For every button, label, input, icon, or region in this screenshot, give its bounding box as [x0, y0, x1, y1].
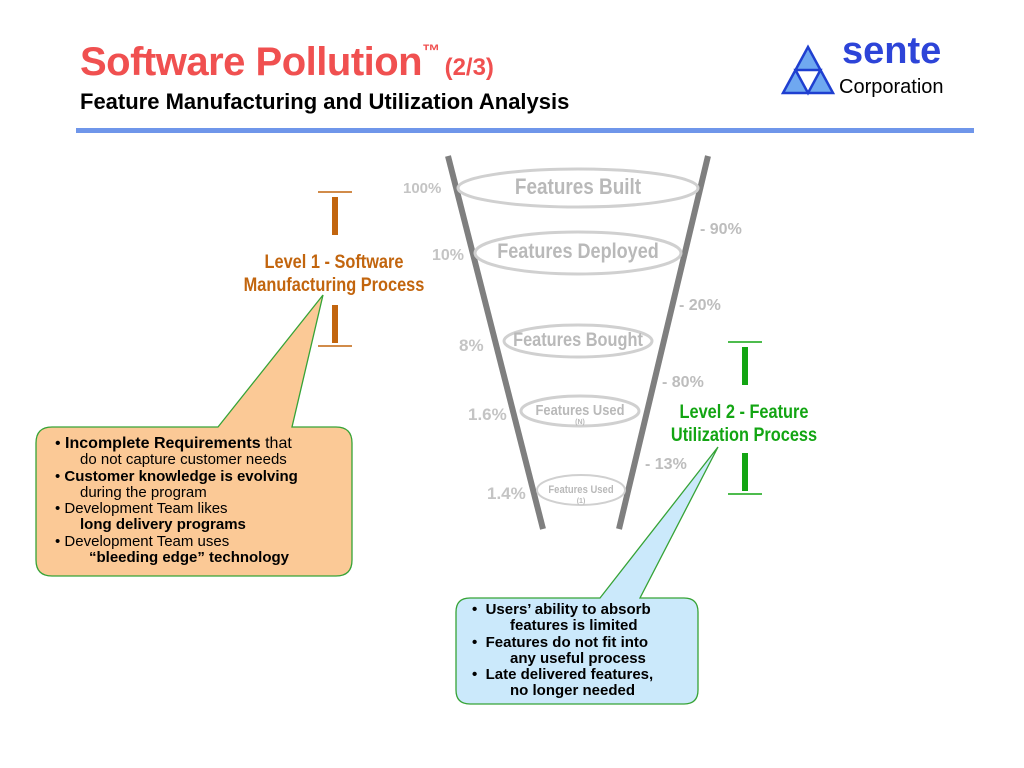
level1-bracket-bar-bottom	[332, 305, 338, 343]
percent-used-n: 1.6%	[468, 405, 507, 424]
funnel-right-wall	[616, 155, 711, 530]
list-item-continuation: any useful process	[510, 649, 646, 667]
title-part-number: (2/3)	[444, 54, 494, 81]
callout-bubble-level1	[35, 294, 353, 577]
percent-built: 100%	[403, 180, 442, 197]
list-item-continuation: during the program	[80, 483, 207, 501]
drop-built-to-deployed: - 90%	[700, 221, 742, 238]
list-item-continuation: “bleeding edge” technology	[89, 549, 290, 567]
list-item: • Customer knowledge is evolving	[55, 467, 298, 485]
trademark-symbol: ™	[422, 41, 441, 61]
list-item: • Late delivered features,	[472, 666, 654, 684]
percent-deployed: 10%	[432, 247, 465, 264]
logo-wordmark: sente	[842, 30, 942, 72]
page-title: Software Pollution™ (2/3)	[80, 40, 494, 85]
level2-bracket-bar-bottom	[742, 453, 748, 491]
list-item-continuation: long delivery programs	[80, 516, 246, 534]
stage-label-used-1: Features Used	[548, 484, 614, 496]
list-item: • Features do not fit into	[472, 633, 649, 651]
level2-line1: Level 2 - Feature	[679, 402, 809, 423]
list-item-continuation: do not capture customer needs	[80, 451, 287, 469]
title-text: Software Pollution	[80, 40, 423, 84]
page-subtitle: Feature Manufacturing and Utilization An…	[80, 89, 570, 114]
stage-ring-bought	[502, 323, 654, 359]
level2-label: Level 2 - Feature Utilization Process	[644, 401, 844, 447]
percent-bought: 8%	[459, 336, 484, 355]
stage-ring-used-1	[536, 474, 626, 506]
level2-bracket-bar-top	[742, 347, 748, 385]
stage-sub-used-n: (N)	[575, 419, 585, 426]
level1-line1: Level 1 - Software	[264, 252, 404, 273]
callout-bubble-level2	[455, 446, 719, 705]
drop-used-n-to-used-1: - 13%	[645, 456, 687, 473]
drop-bought-to-used: - 80%	[662, 374, 704, 391]
level1-label: Level 1 - Software Manufacturing Process	[231, 251, 437, 297]
funnel-left-wall	[445, 155, 546, 530]
logo-corporation: Corporation	[839, 76, 944, 98]
list-item: • Development Team likes	[55, 500, 228, 518]
stage-label-deployed: Features Deployed	[497, 240, 659, 263]
sente-triangle-logo-icon	[780, 44, 836, 96]
stage-label-used-n: Features Used	[535, 402, 625, 419]
list-item: • Users’ ability to absorb	[472, 601, 651, 618]
level1-line2: Manufacturing Process	[243, 275, 425, 296]
stage-label-bought: Features Bought	[513, 330, 643, 351]
level2-line2: Utilization Process	[670, 425, 818, 446]
stage-ring-deployed	[473, 230, 683, 276]
header-divider	[76, 128, 974, 133]
list-item: • Incomplete Requirements that	[55, 435, 292, 452]
list-item: • Development Team uses	[55, 532, 230, 550]
level1-causes-list: • Incomplete Requirements that do not ca…	[55, 435, 298, 567]
list-item-continuation: no longer needed	[510, 682, 636, 700]
level2-causes-list: • Users’ ability to absorb features is l…	[472, 601, 654, 700]
stage-ring-built	[456, 167, 700, 209]
percent-used-1: 1.4%	[487, 484, 526, 503]
stage-sub-used-1: (1)	[576, 498, 586, 505]
level1-bracket-bar-top	[332, 197, 338, 235]
stage-ring-used-n	[519, 394, 641, 428]
drop-deployed-to-bought: - 20%	[679, 297, 721, 314]
list-item-continuation: features is limited	[510, 617, 638, 635]
stage-label-built: Features Built	[514, 174, 642, 199]
